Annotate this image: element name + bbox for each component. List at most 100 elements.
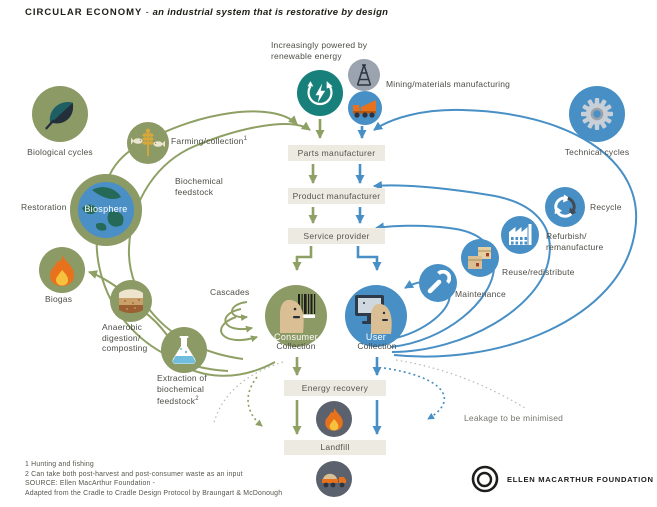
renewable-energy-label: Increasingly powered by renewable energy (271, 40, 391, 61)
mining-truck-icon (353, 100, 376, 118)
extraction-badge (161, 327, 207, 373)
leakage-label: Leakage to be minimised (464, 413, 564, 423)
biosphere-label: Biosphere (84, 204, 128, 214)
maintenance-badge (419, 264, 457, 302)
footnote-2: 2 Can take both post-harvest and post-co… (25, 470, 243, 478)
renewable-energy-badge (297, 70, 343, 116)
energy-recovery-box: Energy recovery (284, 380, 386, 396)
reuse-badge (461, 239, 499, 277)
biogas-label: Biogas (45, 294, 73, 304)
arrow-refurbish-loop (373, 180, 551, 353)
person-monitor-icon (355, 295, 392, 334)
extraction-line2: biochemical (157, 383, 205, 394)
energy-recovery-badge (316, 401, 352, 437)
leakage-blue-arrow (383, 367, 446, 420)
mining-truck-badge (348, 91, 382, 125)
leaf-icon (45, 101, 74, 130)
gear-icon (581, 98, 613, 130)
technical-cycles-badge (569, 86, 625, 142)
service-provider-box: Service provider (288, 228, 385, 244)
biogas-badge (39, 247, 85, 293)
footnote-1: 1 Hunting and fishing (25, 461, 94, 468)
recycle-label: Recycle (590, 202, 622, 212)
page-title: CIRCULAR ECONOMY - an industrial system … (25, 7, 388, 18)
restoration-label: Restoration (21, 202, 67, 212)
arrow-cascade-3 (220, 316, 258, 343)
blue-column-arrows (355, 126, 382, 435)
biochemical-feedstock-line1: Biochemical (175, 176, 224, 186)
extraction-line3: feedstock2 (157, 394, 242, 406)
extraction-line1: Extraction of (157, 373, 207, 383)
recycle-icon (554, 194, 577, 218)
user-badge: User (345, 285, 407, 347)
anaerobic-label: Anaerobic digestion/ composting (102, 322, 192, 354)
footnote-source: SOURCE: Ellen MacArthur Foundation - (25, 480, 156, 488)
biochemical-feedstock-line2: feedstock (175, 186, 214, 197)
leakage-gray-left (213, 361, 284, 424)
flame-icon (50, 255, 74, 286)
refurbish-line2: remanufacture (546, 241, 604, 252)
cascades-label: Cascades (210, 287, 250, 297)
title-tagline: an industrial system that is restorative… (152, 7, 389, 18)
anaerobic-line3: composting (102, 343, 148, 353)
wrench-icon (427, 270, 451, 294)
user-label: User (365, 332, 387, 342)
extraction-footnote-marker: 2 (195, 396, 199, 402)
product-manufacturer-box: Product manufacturer (288, 188, 385, 204)
anaerobic-badge (110, 280, 152, 322)
flask-icon (172, 336, 196, 364)
consumer-collection-label: Collection (276, 341, 316, 351)
biochemical-feedstock-label: Biochemical feedstock (175, 176, 255, 197)
renewable-energy-line1: Increasingly powered by (271, 40, 368, 50)
farming-label-text: Farming/collection (171, 135, 244, 146)
renewable-energy-icon (307, 81, 333, 106)
consumer-label: Consumer (274, 332, 318, 342)
oil-derrick-icon (356, 64, 372, 86)
arrow-service-to-user (356, 246, 382, 271)
footnotes: 1 Hunting and fishing 2 Can take both po… (25, 460, 282, 498)
extraction-line3-text: feedstock (157, 395, 196, 406)
biosphere-badge (70, 174, 142, 246)
dump-truck-icon (322, 473, 346, 488)
parts-manufacturer-box: Parts manufacturer (288, 145, 385, 161)
leakage-green-arrow (247, 376, 263, 427)
reuse-label: Reuse/redistribute (502, 267, 575, 277)
leakage-curves (213, 359, 526, 427)
factory-icon (509, 224, 532, 245)
landfill-truck-badge (316, 461, 352, 497)
arrow-service-to-consumer (292, 246, 313, 271)
consumer-badge: Consumer (265, 285, 327, 347)
soil-layers-icon (119, 289, 143, 313)
renewable-energy-line2: renewable energy (271, 50, 342, 61)
anaerobic-line2: digestion/ (102, 332, 141, 343)
emf-logo-icon (471, 465, 499, 493)
refurbish-line1: Refurbish/ (546, 231, 587, 241)
mining-label: Mining/materials manufacturing (386, 79, 511, 89)
refurbish-label: Refurbish/ remanufacture (546, 231, 636, 252)
title-dash: - (142, 7, 153, 18)
flame-icon (325, 408, 343, 431)
maintenance-label: Maintenance (455, 289, 506, 299)
refurbish-badge (501, 216, 539, 254)
user-collection-label: Collection (357, 341, 397, 351)
title-brand: CIRCULAR ECONOMY (25, 7, 143, 18)
biological-cycles-badge (32, 86, 88, 142)
arrow-recycle-loop (373, 108, 638, 358)
landfill-box: Landfill (284, 440, 386, 455)
footnote-adapted: Adapted from the Cradle to Cradle Design… (25, 489, 283, 497)
anaerobic-line1: Anaerobic (102, 322, 143, 332)
farming-label: Farming/collection1 (171, 134, 247, 146)
farming-badge (127, 122, 169, 164)
biological-cycles-label: Biological cycles (27, 147, 93, 157)
mining-derrick-badge (348, 59, 380, 91)
recycle-badge (545, 187, 585, 227)
boxes-icon (468, 247, 491, 269)
technical-cycles-label: Technical cycles (564, 147, 630, 157)
leakage-gray-right (395, 359, 526, 409)
wheat-fish-icon (131, 128, 165, 156)
arrow-inner-biological-loop (127, 121, 311, 360)
farming-footnote-marker: 1 (243, 136, 248, 142)
globe-icon (79, 183, 133, 237)
